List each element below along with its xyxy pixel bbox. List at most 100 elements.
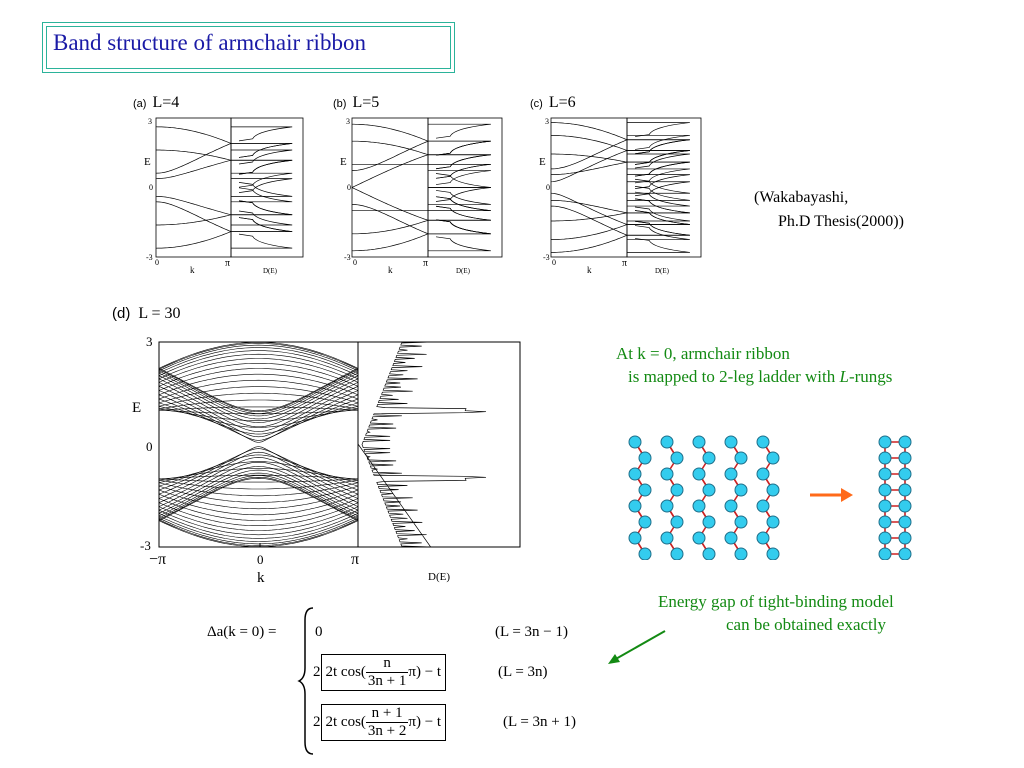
- atom-node: [628, 531, 642, 545]
- dos-line: [231, 149, 293, 165]
- dos-line: [627, 186, 690, 201]
- dos-line: [428, 190, 491, 205]
- band-line: [551, 139, 628, 170]
- atom-node: [692, 435, 706, 449]
- atom-node: [670, 451, 684, 465]
- band-line: [158, 406, 359, 428]
- x-tick-mid: 0: [257, 552, 264, 567]
- dos-line: [428, 196, 491, 212]
- atom-node: [702, 515, 716, 529]
- dos-line: [231, 187, 293, 203]
- x-axis-label: k: [190, 265, 195, 275]
- band-line: [158, 399, 359, 410]
- band-line: [351, 154, 429, 188]
- dos-label: D(E): [263, 267, 278, 275]
- atom-node: [898, 531, 912, 545]
- band-curves: [155, 126, 232, 249]
- band-line: [155, 231, 232, 249]
- case1-condition: (L = 3n − 1): [495, 624, 569, 640]
- dos-line: [627, 178, 690, 194]
- band-line: [352, 219, 429, 235]
- y-tick-top: 3: [146, 334, 153, 349]
- x-axis-label: k: [257, 570, 265, 586]
- atom-node: [702, 483, 716, 497]
- atom-node: [628, 467, 642, 481]
- formula-brace: [297, 607, 314, 755]
- case2-condition: (L = 3n): [498, 664, 548, 680]
- band-line: [352, 204, 429, 235]
- band-line: [158, 457, 359, 503]
- band-line: [158, 476, 359, 520]
- y-tick-top: 3: [545, 117, 549, 126]
- atom-node: [898, 435, 912, 449]
- band-line: [550, 150, 628, 183]
- dos-line: [231, 143, 293, 158]
- dos-line: [428, 205, 491, 221]
- band-line: [156, 149, 232, 161]
- x-tick-left: 0: [353, 258, 357, 267]
- band-line: [155, 201, 232, 232]
- atom-node: [734, 451, 748, 465]
- band-line: [158, 402, 359, 435]
- case1-value: 0: [315, 624, 323, 640]
- dos-line: [231, 200, 293, 216]
- y-tick-bot: -3: [140, 538, 151, 553]
- dos-line: [231, 182, 293, 197]
- dos-line: [231, 210, 293, 226]
- dos-line: [627, 161, 690, 177]
- dos-line: [428, 236, 491, 252]
- x-tick-right: π: [622, 258, 627, 269]
- y-axis-label: E: [340, 156, 347, 168]
- x-tick-right: π: [423, 258, 428, 269]
- atom-node: [766, 451, 780, 465]
- band-line: [155, 195, 232, 216]
- y-tick-mid: 0: [546, 183, 550, 192]
- atom-node: [878, 435, 892, 449]
- y-tick-bot: -3: [146, 253, 153, 262]
- x-tick-left: 0: [552, 258, 556, 267]
- citation: (Wakabayashi, Ph.D Thesis(2000)): [754, 186, 904, 234]
- band-line: [155, 126, 232, 144]
- y-tick-bot: -3: [344, 253, 351, 262]
- band-line: [158, 477, 359, 521]
- y-axis-label: E: [132, 400, 141, 416]
- y-tick-mid: 0: [149, 183, 153, 192]
- band-line: [158, 344, 359, 372]
- band-line: [158, 482, 359, 497]
- dos-line: [428, 154, 491, 170]
- band-line: [158, 489, 359, 510]
- band-curves: [351, 123, 429, 252]
- atom-node: [670, 483, 684, 497]
- atom-node: [724, 531, 738, 545]
- band-line: [158, 517, 359, 545]
- dos-curve: [231, 126, 293, 249]
- atom-node: [898, 451, 912, 465]
- panel-d-plot: 3 E 0 -3 −π 0 k π D(E): [132, 334, 521, 586]
- atom-node: [660, 531, 674, 545]
- band-line: [158, 353, 359, 380]
- band-line: [158, 513, 359, 539]
- atom-node: [670, 515, 684, 529]
- y-tick-mid: 0: [347, 183, 351, 192]
- gap-line-2: can be obtained exactly: [726, 615, 887, 634]
- panel-d-label: (d)L = 30: [112, 305, 181, 322]
- band-line: [158, 398, 359, 441]
- band-line: [155, 159, 232, 180]
- dos-label: D(E): [655, 267, 670, 275]
- dos-line: [627, 153, 690, 169]
- atom-node: [756, 435, 770, 449]
- dos-line: [428, 163, 491, 179]
- x-tick-left: −π: [149, 551, 166, 568]
- band-line: [158, 386, 359, 432]
- band-line: [158, 485, 359, 503]
- y-axis-label: E: [539, 156, 546, 168]
- band-line: [158, 448, 359, 491]
- atom-node: [756, 531, 770, 545]
- atom-node: [898, 499, 912, 513]
- dos-line: [428, 205, 491, 221]
- band-curves: [158, 342, 359, 547]
- dos-curve: [627, 122, 690, 253]
- armchair-ribbon-lattice: [628, 435, 780, 560]
- band-line: [158, 498, 359, 521]
- x-tick-right: π: [351, 551, 359, 568]
